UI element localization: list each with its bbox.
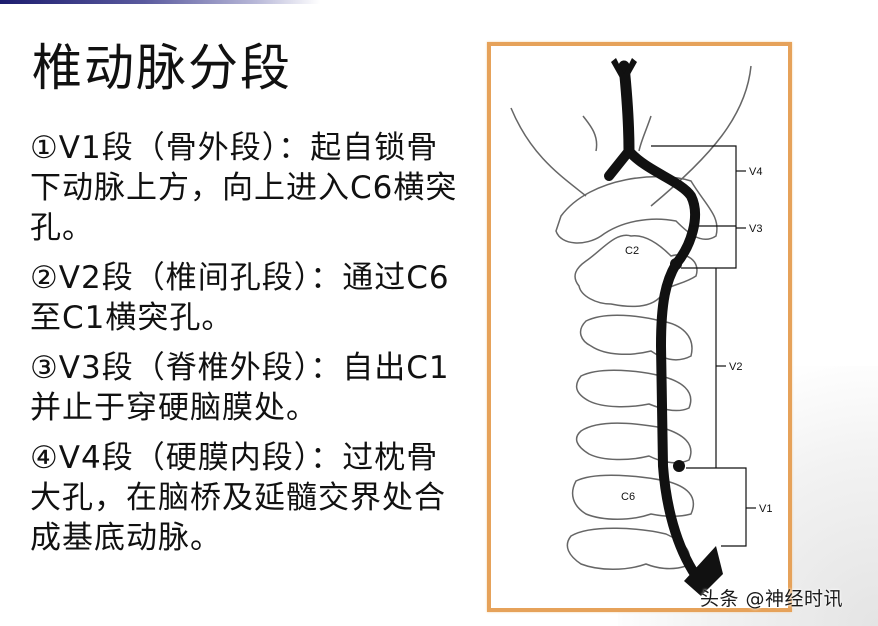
subclavian-stub (684, 546, 723, 596)
paragraph-v4: ④V4段（硬膜内段）：过枕骨大孔，在脑桥及延髓交界处合成基底动脉。 (30, 440, 446, 556)
label-v3: V3 (749, 223, 762, 235)
paragraph-v3: ③V3段（脊椎外段）：自出C1并止于穿硬脑膜处。 (30, 350, 450, 426)
v3-bracket (681, 226, 737, 269)
basilar-artery (618, 60, 635, 157)
label-c2: C2 (625, 245, 639, 257)
top-accent-bar (0, 0, 320, 4)
label-c6: C6 (621, 491, 635, 503)
label-v4: V4 (749, 166, 762, 178)
slide-body: ①V1段（骨外段）：起自锁骨下动脉上方，向上进入C6横突孔。 ②V2段（椎间孔段… (30, 128, 460, 568)
slide-title: 椎动脉分段 (32, 39, 292, 97)
label-v1: V1 (759, 503, 772, 515)
paragraph-v2: ②V2段（椎间孔段）：通过C6至C1横突孔。 (30, 260, 450, 336)
spine-artery-illustration: V4 V3 V2 V1 C2 C6 (510, 58, 772, 596)
watermark: 头条 @神经时讯 (700, 588, 844, 610)
skull-curve-right (650, 65, 752, 207)
label-v2: V2 (729, 361, 742, 373)
vertebral-artery-diagram: V4 V3 V2 V1 C2 C6 (487, 42, 792, 612)
vertebral-artery (624, 146, 701, 581)
v4-bracket (651, 145, 737, 227)
paragraph-v1: ①V1段（骨外段）：起自锁骨下动脉上方，向上进入C6横突孔。 (30, 130, 458, 246)
v1-bracket (686, 467, 747, 547)
skull-curve-left (510, 107, 587, 197)
